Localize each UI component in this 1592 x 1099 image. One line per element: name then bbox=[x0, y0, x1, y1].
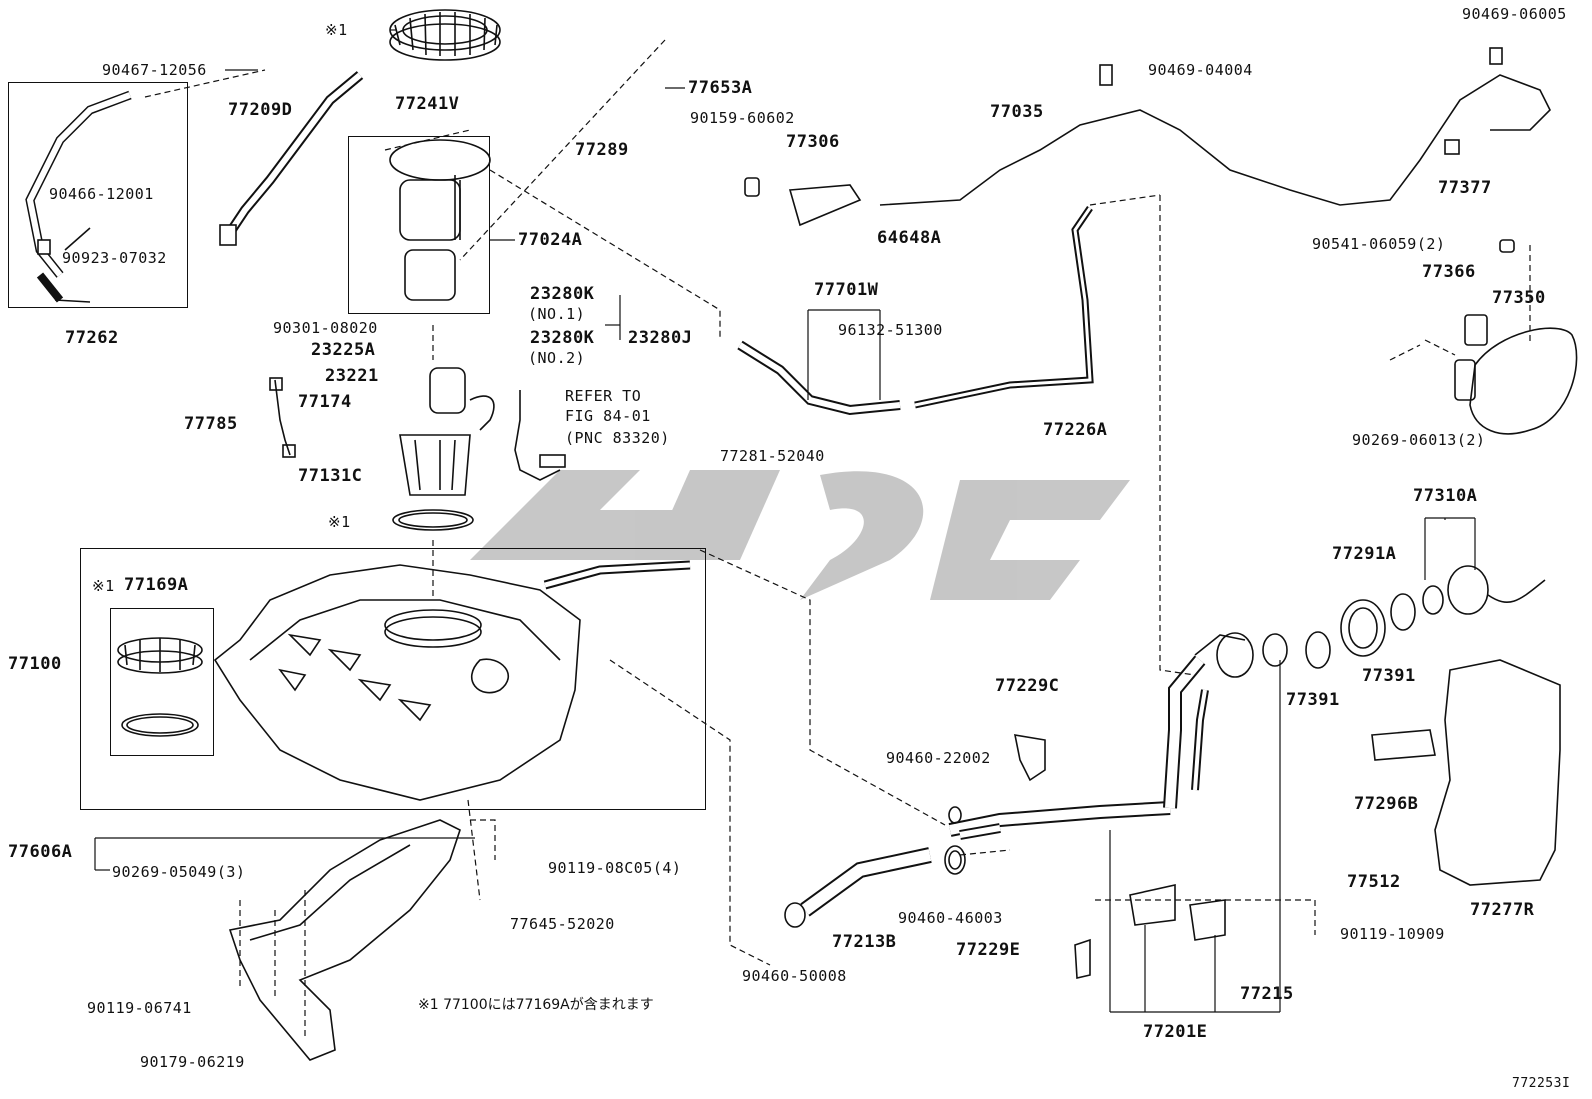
part-label[interactable]: 23280J bbox=[628, 328, 693, 348]
part-label[interactable]: 77310A bbox=[1413, 486, 1478, 506]
part-label[interactable]: 77229C bbox=[995, 676, 1060, 696]
part-label[interactable]: 77653A bbox=[688, 78, 753, 98]
pump-box-frame bbox=[348, 136, 490, 314]
hose-icon bbox=[219, 71, 364, 246]
part-label[interactable]: 77024A bbox=[518, 230, 583, 250]
refer-line-2: FIG 84-01 bbox=[565, 407, 651, 425]
part-label[interactable]: 77391 bbox=[1362, 666, 1416, 686]
part-label[interactable]: 77213B bbox=[832, 932, 897, 952]
part-label[interactable]: 90467-12056 bbox=[102, 61, 207, 79]
cable-icon bbox=[744, 47, 1551, 227]
part-label[interactable]: 77229E bbox=[956, 940, 1021, 960]
part-label[interactable]: ※1 bbox=[325, 21, 348, 39]
part-label[interactable]: 77241V bbox=[395, 94, 460, 114]
part-label[interactable]: 77645-52020 bbox=[510, 915, 615, 933]
solid-leaders bbox=[94, 29, 1476, 1013]
fuel-pump-icon bbox=[389, 139, 491, 301]
part-label[interactable]: 77169A bbox=[124, 575, 189, 595]
part-label[interactable]: 23280K bbox=[530, 328, 595, 348]
part-label[interactable]: 77226A bbox=[1043, 420, 1108, 440]
part-label[interactable]: 23225A bbox=[311, 340, 376, 360]
part-label[interactable]: 90119-10909 bbox=[1340, 925, 1445, 943]
part-label[interactable]: 77391 bbox=[1286, 690, 1340, 710]
fuel-tank-icon bbox=[213, 560, 691, 801]
part-label[interactable]: 90541-06059(2) bbox=[1312, 235, 1446, 253]
part-label[interactable]: 77606A bbox=[8, 842, 73, 862]
part-label[interactable]: 77277R bbox=[1470, 900, 1535, 920]
refer-line-1: REFER TO bbox=[565, 387, 642, 405]
part-label[interactable]: 90460-22002 bbox=[886, 749, 991, 767]
part-label[interactable]: 90301-08020 bbox=[273, 319, 378, 337]
part-label[interactable]: 77350 bbox=[1492, 288, 1546, 308]
part-label[interactable]: 90923-07032 bbox=[62, 249, 167, 267]
part-label[interactable]: 90460-50008 bbox=[742, 967, 847, 985]
part-label[interactable]: 77701W bbox=[814, 280, 879, 300]
retainer-ring-icon bbox=[117, 637, 203, 737]
part-label[interactable]: 77262 bbox=[65, 328, 119, 348]
fuel-lid-icon bbox=[1454, 239, 1578, 435]
part-label[interactable]: 77209D bbox=[228, 100, 293, 120]
clamp-icon bbox=[784, 633, 1288, 928]
part-label[interactable]: 23221 bbox=[325, 366, 379, 386]
part-label[interactable]: 77215 bbox=[1240, 984, 1294, 1004]
tank-box-frame bbox=[80, 548, 706, 810]
diagram-id: 772253I bbox=[1512, 1076, 1571, 1091]
part-label[interactable]: 77366 bbox=[1422, 262, 1476, 282]
part-label[interactable]: 90460-46003 bbox=[898, 909, 1003, 927]
filler-neck-icon bbox=[1305, 565, 1561, 886]
part-label[interactable]: 77296B bbox=[1354, 794, 1419, 814]
part-label[interactable]: 23280K bbox=[530, 284, 595, 304]
leader-lines bbox=[144, 39, 1531, 1040]
part-label[interactable]: ※1 bbox=[92, 577, 115, 595]
heat-protector-icon bbox=[228, 819, 461, 1061]
part-label[interactable]: 96132-51300 bbox=[838, 321, 943, 339]
part-label[interactable]: 77035 bbox=[990, 102, 1044, 122]
part-label[interactable]: 77100 bbox=[8, 654, 62, 674]
part-label[interactable]: 90119-06741 bbox=[87, 999, 192, 1017]
part-label[interactable]: 77291A bbox=[1332, 544, 1397, 564]
part-label[interactable]: (NO.1) bbox=[528, 305, 586, 323]
part-label[interactable]: 77201E bbox=[1143, 1022, 1208, 1042]
hose-icon bbox=[737, 206, 1094, 416]
part-label[interactable]: 90469-04004 bbox=[1148, 61, 1253, 79]
part-label[interactable]: 77289 bbox=[575, 140, 629, 160]
part-label[interactable]: (NO.2) bbox=[528, 349, 586, 367]
refer-line-3: (PNC 83320) bbox=[565, 429, 670, 447]
part-label[interactable]: 90119-08C05(4) bbox=[548, 859, 682, 877]
part-label[interactable]: 90269-06013(2) bbox=[1352, 431, 1486, 449]
part-label[interactable]: 90269-05049(3) bbox=[112, 863, 246, 881]
part-label[interactable]: 90469-06005 bbox=[1462, 5, 1567, 23]
part-label[interactable]: 77131C bbox=[298, 466, 363, 486]
part-label[interactable]: 64648A bbox=[877, 228, 942, 248]
part-label[interactable]: 90179-06219 bbox=[140, 1053, 245, 1071]
bracket-icon bbox=[1013, 734, 1226, 979]
hose-box-frame bbox=[8, 82, 188, 308]
part-label[interactable]: 77785 bbox=[184, 414, 238, 434]
filler-pipe-icon bbox=[800, 632, 1254, 917]
part-label[interactable]: 77281-52040 bbox=[720, 447, 825, 465]
part-label[interactable]: 77377 bbox=[1438, 178, 1492, 198]
footnote: ※1 77100には77169Aが含まれます bbox=[418, 997, 654, 1013]
retainer-ring-icon bbox=[389, 9, 501, 61]
part-label[interactable]: 90466-12001 bbox=[49, 185, 154, 203]
pump-lower-icon bbox=[269, 367, 566, 531]
part-label[interactable]: 77512 bbox=[1347, 872, 1401, 892]
watermark-logo bbox=[470, 470, 1130, 600]
part-label[interactable]: ※1 bbox=[328, 513, 351, 531]
part-label[interactable]: 77306 bbox=[786, 132, 840, 152]
part-label[interactable]: 77174 bbox=[298, 392, 352, 412]
ring-set-frame bbox=[110, 608, 214, 756]
hose-box-group bbox=[25, 90, 132, 303]
part-label[interactable]: 90159-60602 bbox=[690, 109, 795, 127]
